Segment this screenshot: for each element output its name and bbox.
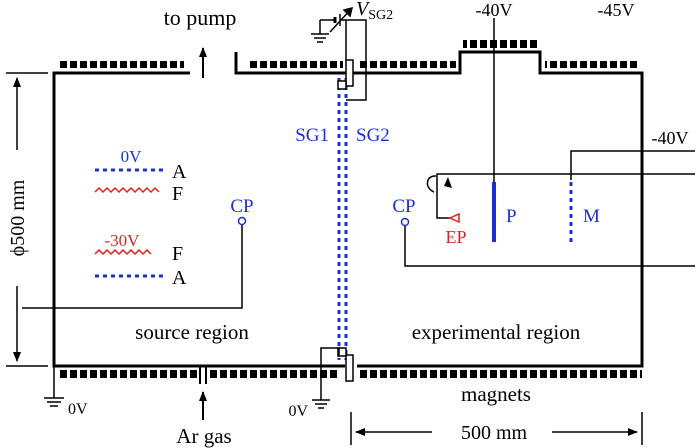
vsg2-label: VSG2 (356, 0, 393, 23)
ar-gas-label: Ar gas (176, 424, 231, 448)
mesh-m (569, 150, 695, 242)
length-label: 500 mm (461, 422, 528, 444)
ep-label: EP (445, 227, 466, 247)
legend-f-bottom: F (172, 243, 183, 265)
sg2-label: SG2 (356, 125, 390, 146)
p-label: P (506, 206, 517, 227)
ar-gas-inlet (199, 366, 207, 420)
magnets-bottom (60, 370, 642, 378)
source-region-label: source region (135, 320, 249, 344)
magnets-label: magnets (461, 382, 531, 406)
m-label: M (583, 206, 600, 227)
length-dimension (350, 412, 643, 445)
diameter-dimension (6, 72, 48, 367)
legend-minus30v-label: -30V (105, 231, 141, 250)
chamber-wall (52, 50, 644, 368)
legend-a-top: A (172, 161, 187, 183)
ground-mid (312, 347, 340, 409)
to-pump-label: to pump (164, 5, 237, 30)
diameter-label: ϕ500 mm (7, 179, 29, 256)
cp-left-label: CP (230, 196, 253, 217)
sg1-label: SG1 (295, 125, 329, 146)
voltage-top-mid: -40V (476, 0, 513, 20)
vsg2-power-supply (311, 6, 367, 101)
emissive-probe (426, 173, 695, 224)
filament-wave-bottom (94, 248, 152, 256)
legend-0v-label: 0V (121, 147, 143, 166)
ground-mid-label: 0V (288, 403, 308, 420)
ground-left (44, 366, 64, 407)
ground-left-label: 0V (68, 401, 88, 418)
legend-a-bottom: A (172, 267, 187, 289)
cp-right-label: CP (392, 196, 415, 217)
cp-left-probe (22, 216, 247, 309)
legend-f-top: F (172, 183, 183, 205)
voltage-top-right: -45V (598, 0, 635, 20)
magnets-top (60, 40, 637, 69)
voltage-side: -40V (652, 128, 689, 148)
cp-right-probe (400, 217, 695, 267)
grid-insulators (337, 59, 354, 382)
experimental-region-label: experimental region (412, 320, 581, 344)
filament-wave-top (94, 186, 160, 194)
